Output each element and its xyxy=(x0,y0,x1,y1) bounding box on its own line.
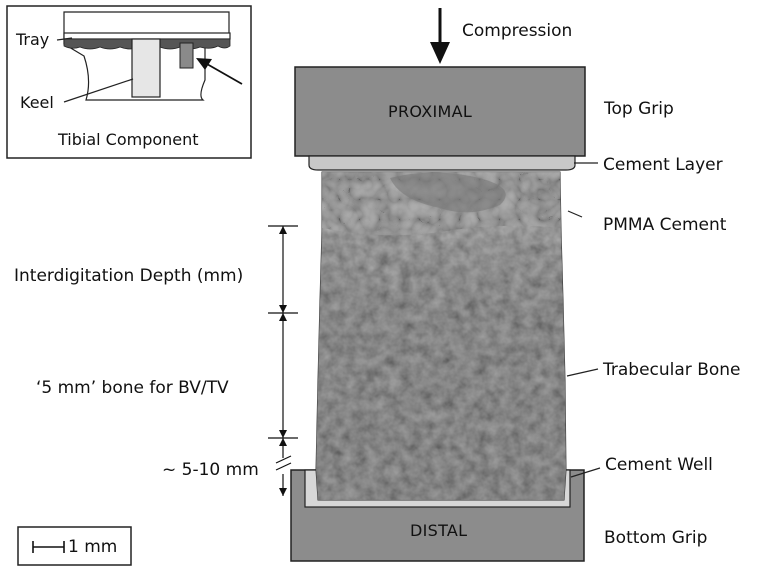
interdigitation-depth-label: Interdigitation Depth (mm) xyxy=(14,266,244,286)
specimen xyxy=(315,171,567,501)
cement-well-label: Cement Well xyxy=(605,455,713,475)
compression-label: Compression xyxy=(462,21,573,41)
tibial-component-inset xyxy=(6,5,252,159)
specimen-texture xyxy=(316,172,566,500)
trabecular-bone-label: Trabecular Bone xyxy=(603,360,741,380)
top-grip xyxy=(294,66,586,157)
peg-arrow-head xyxy=(196,58,212,70)
scale-bar-label: 1 mm xyxy=(68,537,118,557)
keel-leader xyxy=(63,78,134,103)
bone-region-label: ‘5 mm’ bone for BV/TV xyxy=(36,378,229,398)
dimension-lines xyxy=(268,225,298,496)
top-grip-label: Top Grip xyxy=(604,99,674,119)
offset-label: ~ 5-10 mm xyxy=(162,460,259,480)
scale-bar-box xyxy=(17,526,132,566)
bottom-grip-label: Bottom Grip xyxy=(604,528,708,548)
inset-tray-label: Tray xyxy=(16,30,50,49)
cement-layer xyxy=(308,155,576,171)
inset-keel-label: Keel xyxy=(20,93,54,112)
peg-shape xyxy=(179,42,194,69)
tray-plate xyxy=(63,32,231,40)
pmma-cement-label: PMMA Cement xyxy=(603,215,727,235)
distal-label: DISTAL xyxy=(410,521,468,540)
dimension-arrowheads xyxy=(279,226,287,496)
compression-arrow xyxy=(430,8,450,64)
right-leaders xyxy=(566,162,601,478)
proximal-label: PROXIMAL xyxy=(388,102,473,121)
inset-title: Tibial Component xyxy=(58,130,199,149)
cement-lobe xyxy=(390,172,506,213)
tray-leader xyxy=(56,37,73,41)
cement-layer-label: Cement Layer xyxy=(603,155,723,175)
keel-shape xyxy=(131,38,161,98)
